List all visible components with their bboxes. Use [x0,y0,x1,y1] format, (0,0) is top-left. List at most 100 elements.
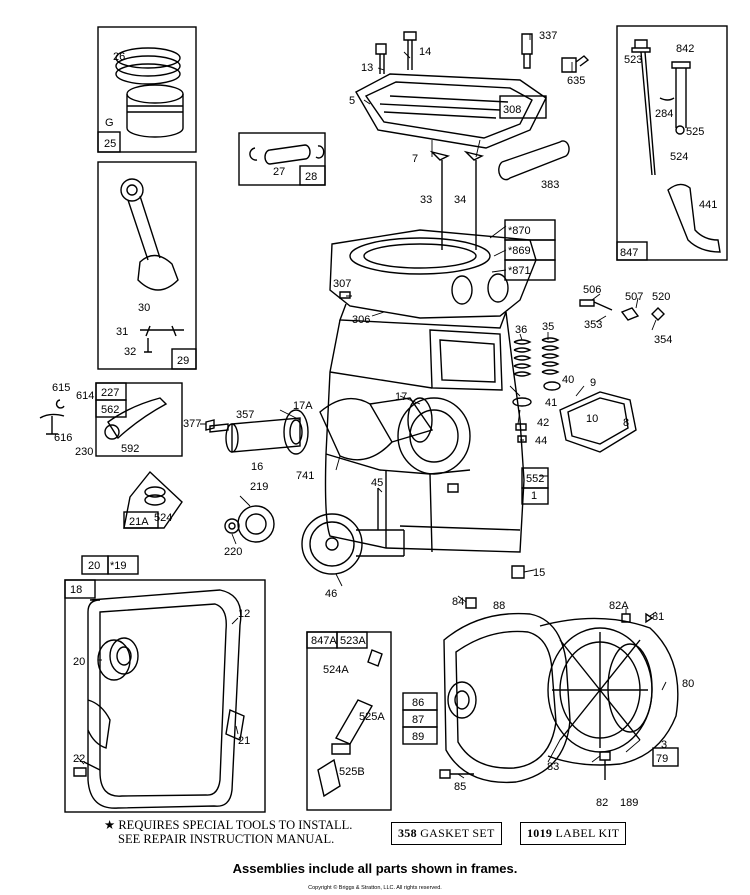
label-40: 40 [562,374,574,386]
label-871: *871 [508,265,531,277]
label-36: 36 [515,324,527,336]
label-83: 83 [547,761,559,773]
label-20: 20 [73,656,85,668]
label-592: 592 [121,443,139,455]
label-635: 635 [567,75,585,87]
camshaft-gears [224,488,405,575]
label-1: 1 [531,490,537,502]
label-33: 33 [420,194,432,206]
fasteners [439,423,654,780]
frame-gasket-21a [123,470,183,529]
label-27: 27 [273,166,285,178]
frame-piston [97,26,197,153]
label-284: 284 [655,108,673,120]
part-labels: 26 G 25 27 28 30 31 32 29 13 14 337 635 … [52,30,717,809]
label-562: 562 [101,404,119,416]
label-17a: 17A [293,400,313,412]
label-230: 230 [75,446,93,458]
label-21: 21 [238,735,250,747]
label-18: 18 [70,584,82,596]
label-82a: 82A [609,600,629,612]
label-377: 377 [183,418,201,430]
label-525a: 525A [359,711,385,723]
label-219: 219 [250,481,268,493]
crankshaft [205,397,434,461]
label-306: 306 [352,314,370,326]
note-line-2: SEE REPAIR INSTRUCTION MANUAL. [118,832,335,846]
special-tools-note: ★ REQUIRES SPECIAL TOOLS TO INSTALL. SEE… [104,818,352,846]
label-220: 220 [224,546,242,558]
frame-starter-housing [402,612,679,784]
label-441: 441 [699,199,717,211]
label-615: 615 [52,382,70,394]
label-16: 16 [251,461,263,473]
label-87: 87 [412,714,424,726]
label-525b: 525B [339,766,365,778]
label-13: 13 [361,62,373,74]
frame-governor [39,382,183,457]
label-523: 523 [624,54,642,66]
frame-wristpin [238,132,326,186]
label-42: 42 [537,417,549,429]
label-10: 10 [586,413,598,425]
label-524a: 524A [323,664,349,676]
label-847a: 847A [311,635,337,647]
gasket-set-number: 358 [398,826,417,840]
label-17: 17 [395,391,407,403]
label-28: 28 [305,171,317,183]
label-847: 847 [620,247,638,259]
copyright-text: Copyright © Briggs & Stratton, LLC. All … [308,885,442,891]
label-524-gasket: 524 [154,512,172,524]
label-506: 506 [583,284,601,296]
frame-label-1 [521,467,549,505]
label-869: *869 [508,245,531,257]
frame-oil-fill [306,631,392,811]
label-189: 189 [620,797,638,809]
label-80: 80 [682,678,694,690]
label-741: 741 [296,470,314,482]
frame-sump-cover [64,555,266,813]
assemblies-caption: Assemblies include all parts shown in fr… [232,861,518,876]
label-354: 354 [654,334,672,346]
label-227: 227 [101,387,119,399]
label-337: 337 [539,30,557,42]
label-81: 81 [652,611,664,623]
label-19: *19 [110,560,127,572]
cylinder-head [355,31,590,250]
label-46: 46 [325,588,337,600]
label-35: 35 [542,321,554,333]
label-14: 14 [419,46,431,58]
label-20-box: 20 [88,560,100,572]
label-22: 22 [73,753,85,765]
label-12: 12 [238,608,250,620]
label-30: 30 [138,302,150,314]
label-9: 9 [590,377,596,389]
label-353: 353 [584,319,602,331]
label-357: 357 [236,409,254,421]
label-kit-label: LABEL KIT [555,826,620,840]
frame-connecting-rod [97,161,197,370]
label-383: 383 [541,179,559,191]
label-41: 41 [545,397,557,409]
label-85: 85 [454,781,466,793]
gasket-set-label: GASKET SET [420,826,495,840]
label-8: 8 [623,417,629,429]
label-3: 3 [661,739,667,751]
label-84: 84 [452,596,464,608]
label-525: 525 [686,126,704,138]
label-524: 524 [670,151,688,163]
label-307: 307 [333,278,351,290]
label-88: 88 [493,600,505,612]
label-34: 34 [454,194,466,206]
label-5: 5 [349,95,355,107]
label-79: 79 [656,753,668,765]
label-32: 32 [124,346,136,358]
label-86: 86 [412,697,424,709]
engine-block [324,229,537,553]
label-45: 45 [371,477,383,489]
label-29: 29 [177,355,189,367]
label-507: 507 [625,291,643,303]
label-523a: 523A [340,635,366,647]
label-552: 552 [526,473,544,485]
